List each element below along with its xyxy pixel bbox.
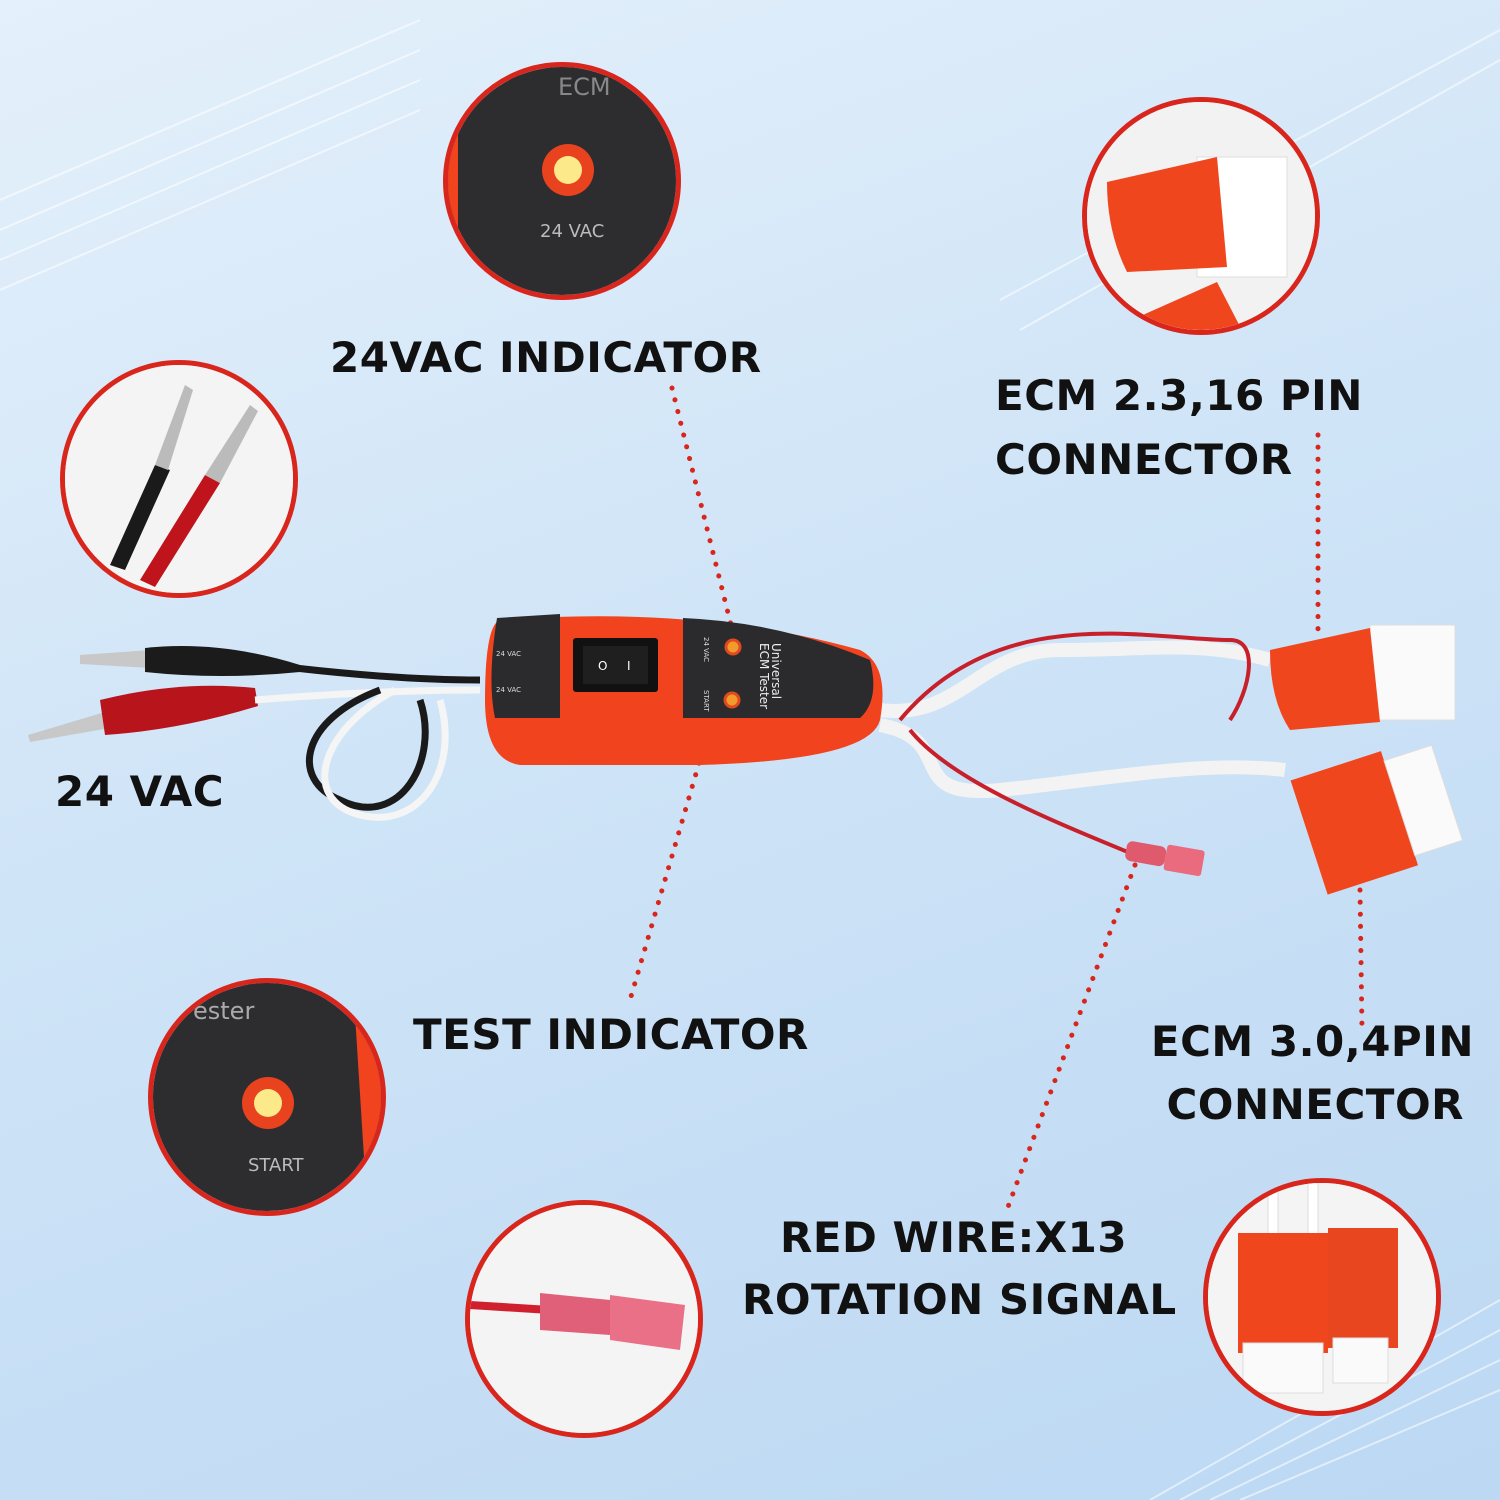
inset-ecm23-connector (1082, 97, 1320, 335)
ecm23-connector (1270, 624, 1456, 730)
label-ecm30-line1: ECM 3.0,4PIN (1150, 1017, 1474, 1066)
leader-vac-indicator (669, 385, 739, 648)
leader-ecm30 (1357, 887, 1365, 1033)
switch-off-mark: O (598, 659, 607, 673)
device-led2-label: START (702, 690, 710, 712)
led-start (723, 691, 741, 709)
inset-start-led: ester START (148, 978, 386, 1216)
label-test-indicator: TEST INDICATOR (413, 1010, 809, 1059)
label-24vac-input: 24 VAC (55, 767, 225, 816)
red-alligator-clip (28, 685, 258, 742)
label-red-wire-line1: RED WIRE:X13 (780, 1213, 1128, 1262)
inset-red-terminal (465, 1200, 703, 1438)
device-left-label-top: 24 VAC (496, 650, 521, 658)
cables (254, 631, 1286, 857)
led-24vac (724, 638, 742, 656)
label-ecm23-line2: CONNECTOR (995, 435, 1293, 484)
left-panel (491, 614, 560, 718)
label-red-wire-line2: ROTATION SIGNAL (742, 1275, 1177, 1324)
label-24vac-indicator: 24VAC INDICATOR (330, 333, 762, 382)
inset-ecm-text: ECM (558, 73, 611, 101)
inset-alligator-clips (60, 360, 298, 598)
label-ecm23-line1: ECM 2.3,16 PIN (995, 371, 1363, 420)
device-brand-line2: ECM Tester (757, 643, 771, 709)
inset-24vac-led: ECM 24 VAC (443, 62, 681, 300)
leader-red-wire (1002, 862, 1138, 1218)
device-led1-label: 24 VAC (702, 637, 710, 662)
inset-24vac-text: 24 VAC (540, 221, 604, 242)
red-spade-terminal (1125, 841, 1205, 877)
ecm30-connector (1290, 744, 1464, 895)
inset-start-text: START (248, 1155, 305, 1176)
inset-ecm30-connectors (1203, 1178, 1441, 1416)
switch-on-mark: I (627, 659, 631, 673)
leader-test-indicator (627, 702, 719, 1003)
power-switch-rocker[interactable] (583, 646, 648, 684)
device-brand-line1: Universal (769, 643, 783, 699)
black-alligator-clip (80, 646, 300, 676)
inset-ester-text: ester (193, 997, 254, 1025)
device-left-label-bottom: 24 VAC (496, 686, 521, 694)
label-ecm30-line2: CONNECTOR (1166, 1080, 1464, 1129)
